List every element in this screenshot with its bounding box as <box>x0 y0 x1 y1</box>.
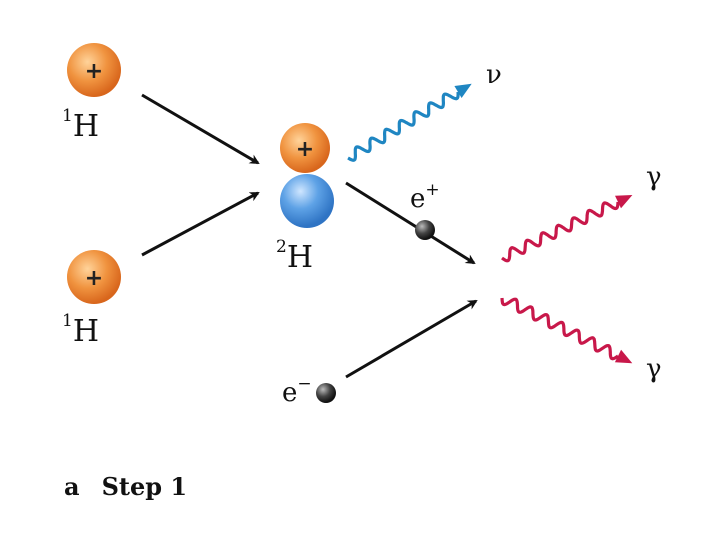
label-hydrogen-1-bottom: 1H <box>62 311 99 349</box>
proton-plus-sign: + <box>296 137 314 162</box>
label-electron: e− <box>282 374 312 408</box>
label-gamma-upper: γ <box>646 162 662 192</box>
caption-text: Step 1 <box>101 472 188 501</box>
proton-top: + <box>67 43 121 97</box>
proton-plus-sign: + <box>85 266 103 291</box>
gamma-arrowhead-upper <box>615 195 633 209</box>
neutron <box>280 174 334 228</box>
label-neutrino: ν <box>486 60 502 90</box>
positron-ball <box>415 220 435 240</box>
deuterium-proton <box>280 123 330 173</box>
label-hydrogen-1-top: 1H <box>62 106 99 144</box>
electron-ball <box>316 383 336 403</box>
proton-plus-sign: + <box>85 59 103 84</box>
caption-letter: a <box>64 472 80 501</box>
arrow-proton-top <box>141 93 260 165</box>
gamma-wave-upper <box>501 201 620 263</box>
arrow-positron <box>345 181 476 265</box>
arrow-proton-bottom <box>141 191 260 257</box>
proton-bottom: + <box>67 250 121 304</box>
figure-caption: a Step 1 <box>64 472 187 501</box>
gamma-arrowhead-lower <box>614 349 633 364</box>
neutrino-arrowhead <box>454 83 472 98</box>
gamma-wave-lower <box>500 297 619 361</box>
label-gamma-lower: γ <box>646 354 662 384</box>
label-deuterium: 2H <box>276 237 313 275</box>
neutrino-wave <box>347 91 460 162</box>
label-positron: e+ <box>410 180 440 214</box>
arrow-electron <box>345 299 478 379</box>
deuterium-nucleus: + <box>280 123 334 228</box>
